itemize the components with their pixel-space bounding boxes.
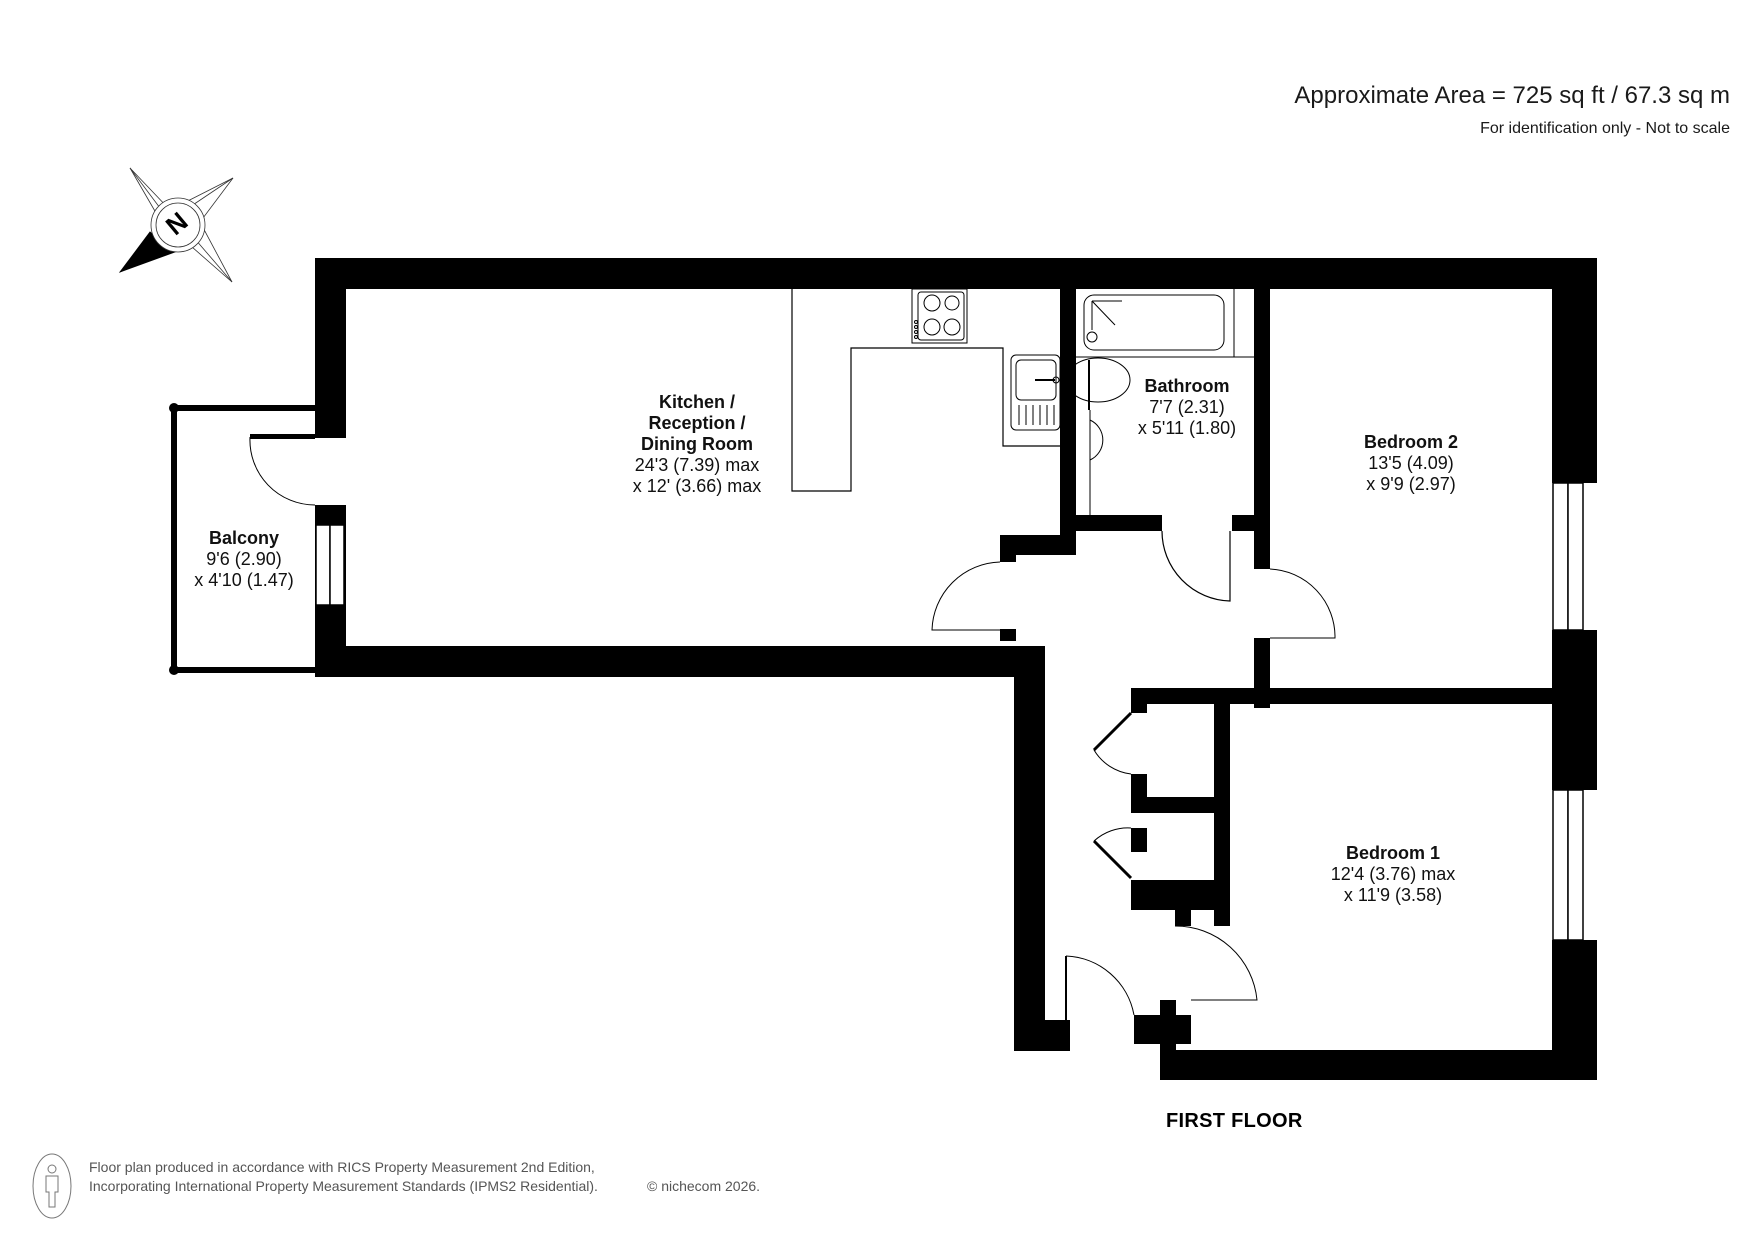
room-label-kitchen: Kitchen / Reception / Dining Room 24'3 (… — [632, 392, 762, 496]
copyright-text: © nichecom 2026. — [647, 1178, 761, 1194]
room-label-bathroom: Bathroom 7'7 (2.31) x 5'11 (1.80) — [1137, 376, 1237, 438]
room-label-bedroom-2: Bedroom 2 13'5 (4.09) x 9'9 (2.97) — [1363, 432, 1459, 494]
approximate-area-title: Approximate Area = 725 sq ft / 67.3 sq m — [1294, 82, 1730, 109]
person-measurement-icon — [32, 1153, 72, 1219]
balcony-railing — [169, 403, 315, 675]
bath-icon — [1083, 294, 1225, 351]
hob-icon — [911, 288, 968, 344]
bathroom-fixtures — [1065, 289, 1254, 515]
disclaimer-text: For identification only - Not to scale — [1480, 120, 1730, 137]
windows — [315, 482, 1584, 941]
room-label-balcony: Balcony 9'6 (2.90) x 4'10 (1.47) — [194, 528, 294, 590]
room-label-bedroom-1: Bedroom 1 12'4 (3.76) max x 11'9 (3.58) — [1330, 843, 1456, 905]
footer-line-2: Incorporating International Property Mea… — [89, 1178, 598, 1194]
kitchen-counter — [791, 289, 1060, 492]
doors — [249, 436, 1336, 1020]
walls — [315, 258, 1597, 1080]
footer-line-1: Floor plan produced in accordance with R… — [89, 1159, 595, 1175]
north-compass-icon: N — [118, 167, 234, 283]
footer-note: Floor plan produced in accordance with R… — [89, 1158, 760, 1196]
kitchen-sink-icon — [1010, 354, 1061, 431]
toilet-icon — [1065, 357, 1131, 403]
basin-icon — [1089, 419, 1104, 461]
floor-label: FIRST FLOOR — [1166, 1110, 1303, 1132]
